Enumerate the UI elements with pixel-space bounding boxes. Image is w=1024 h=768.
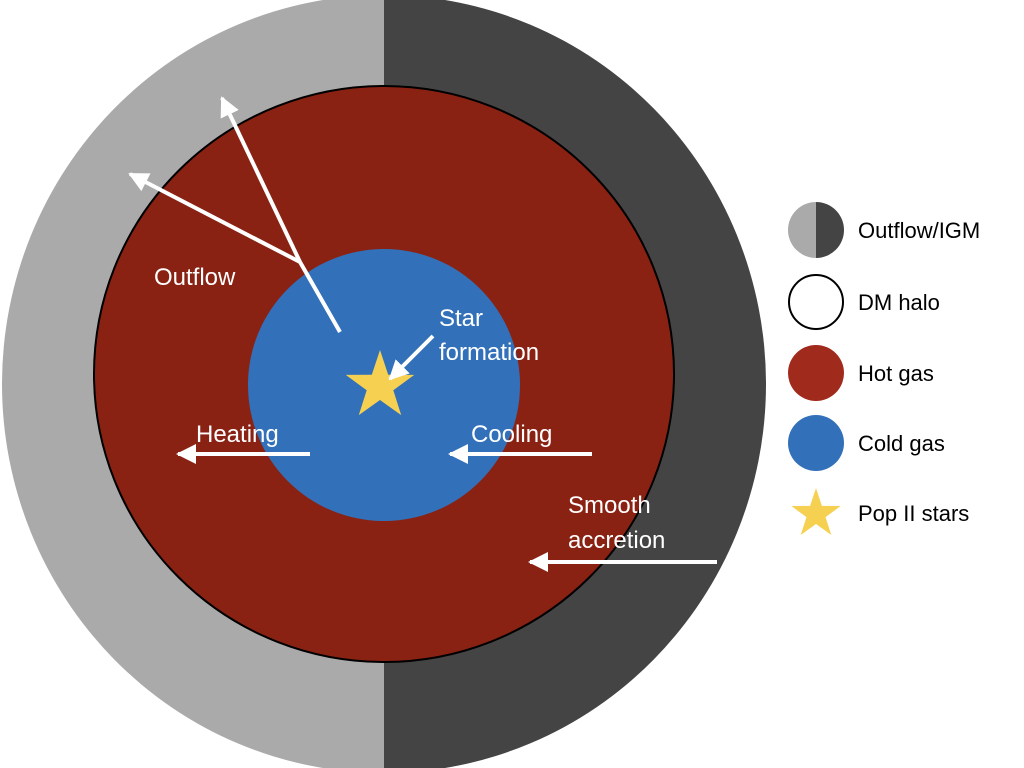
star-formation-label-line1: Star: [439, 305, 483, 332]
pop-ii-star-icon: [345, 350, 415, 416]
legend-label-dm-halo: DM halo: [858, 290, 940, 315]
cooling-label: Cooling: [471, 421, 552, 448]
heating-label: Heating: [196, 421, 279, 448]
legend-item-hot-gas: Hot gas: [788, 345, 934, 401]
outflow-label: Outflow: [154, 264, 236, 291]
legend-label-hot-gas: Hot gas: [858, 361, 934, 386]
legend-item-outflow-igm: Outflow/IGM: [788, 202, 980, 258]
legend-item-cold-gas: Cold gas: [788, 415, 945, 471]
legend-label-outflow-igm: Outflow/IGM: [858, 218, 980, 243]
star-formation-arrow: [388, 334, 435, 381]
legend: Outflow/IGM DM halo Hot gas Cold gas Pop…: [788, 202, 980, 535]
star-formation-label-line2: formation: [439, 339, 539, 366]
legend-item-pop-ii-stars: Pop II stars: [791, 488, 969, 535]
legend-label-pop-ii-stars: Pop II stars: [858, 501, 969, 526]
outflow-stem-line: [298, 261, 342, 333]
outflow-arrow-secondary: [128, 172, 301, 264]
red-circle-icon: [788, 345, 844, 401]
legend-label-cold-gas: Cold gas: [858, 431, 945, 456]
legend-item-dm-halo: DM halo: [788, 274, 940, 330]
white-circle-icon: [788, 274, 844, 330]
half-gray-circle-icon: [788, 202, 844, 258]
star-icon: [791, 488, 841, 535]
blue-circle-icon: [788, 415, 844, 471]
smooth-accretion-label-line1: Smooth: [568, 492, 651, 519]
smooth-accretion-label-line2: accretion: [568, 527, 665, 554]
outflow-arrow: [220, 96, 302, 263]
